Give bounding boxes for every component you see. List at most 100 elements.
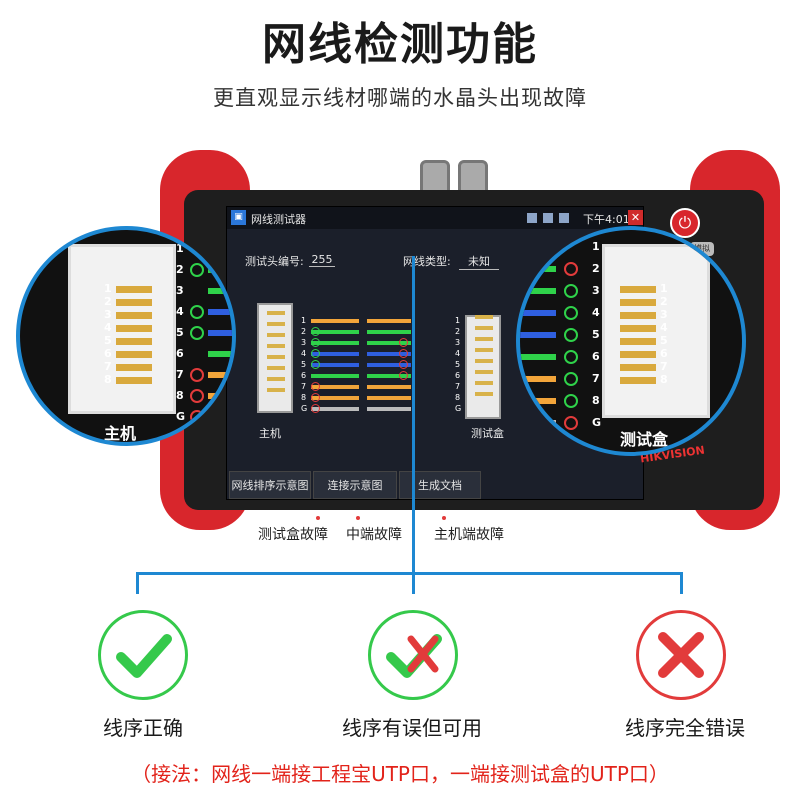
- pin-number: 3: [104, 308, 112, 321]
- pin-number: 5: [660, 334, 668, 347]
- status-error-icon: [190, 410, 204, 424]
- jack-pin: [267, 311, 285, 315]
- status-error-icon: [564, 416, 578, 430]
- jack-pin: [620, 364, 656, 371]
- close-icon[interactable]: ✕: [628, 210, 643, 225]
- jack-pin: [620, 325, 656, 332]
- pin-number: 7: [592, 372, 600, 385]
- pin-number: G: [301, 404, 308, 413]
- pin-number: 4: [592, 306, 600, 319]
- jack-pin: [116, 377, 152, 384]
- pin-number: G: [176, 410, 186, 423]
- cable-type-value: 未知: [459, 253, 499, 270]
- pin-number: 1: [176, 242, 184, 255]
- fault-host: 主机端故障: [434, 527, 504, 543]
- connector-line: [680, 572, 683, 594]
- jack-pin: [620, 312, 656, 319]
- jack-pin: [116, 364, 152, 371]
- jack-pin: [620, 338, 656, 345]
- fault-box: 测试盒故障: [258, 527, 328, 543]
- wire-segment: [520, 266, 556, 272]
- jack-pin: [267, 388, 285, 392]
- head-id-value: 255: [309, 253, 335, 267]
- wire-segment: [520, 288, 556, 294]
- status-ok-icon: [564, 328, 578, 342]
- jack-pin: [116, 286, 152, 293]
- pin-number: 4: [455, 349, 461, 358]
- pin-number: 4: [176, 305, 184, 318]
- connector-line: [412, 256, 415, 572]
- status-ok-icon: [564, 350, 578, 364]
- jack-pin: [116, 325, 152, 332]
- pin-number: 6: [660, 347, 668, 360]
- jack-pin: [475, 326, 493, 330]
- status-error-icon: [399, 338, 408, 347]
- jack-pin: [116, 299, 152, 306]
- pin-number: 8: [455, 393, 461, 402]
- power-icon[interactable]: ⏻: [670, 208, 700, 238]
- jack-pin: [620, 377, 656, 384]
- status-error-icon: [399, 360, 408, 369]
- status-ok-icon: [564, 306, 578, 320]
- box-label: 测试盒: [471, 427, 504, 440]
- pin-number: 8: [592, 394, 600, 407]
- wire-segment: [208, 309, 232, 315]
- pin-number: 8: [660, 373, 668, 386]
- jack-pin: [475, 381, 493, 385]
- status-ok-icon: [564, 372, 578, 386]
- pin-number: 2: [104, 295, 112, 308]
- wire-segment: [367, 407, 411, 411]
- jack-pin: [620, 286, 656, 293]
- pin-number: 1: [455, 316, 461, 325]
- title-bar: ▣ 网线测试器 下午4:01 ✕: [227, 207, 643, 229]
- status-ok-icon: [311, 360, 320, 369]
- tab-connection[interactable]: 连接示意图: [313, 471, 397, 499]
- connector-line: [412, 572, 415, 594]
- pin-number: 3: [301, 338, 307, 347]
- pin-number: 6: [176, 347, 184, 360]
- pin-number: 2: [301, 327, 307, 336]
- jack-pin: [475, 348, 493, 352]
- jack-pin: [267, 344, 285, 348]
- jack-pin: [475, 359, 493, 363]
- wire-segment: [311, 374, 359, 378]
- jack-pin: [267, 355, 285, 359]
- pin-number: 7: [104, 360, 112, 373]
- settings-icon: [559, 213, 569, 223]
- tab-wire-order[interactable]: 网线排序示意图: [229, 471, 311, 499]
- cable-type-label: 网线类型:: [403, 255, 451, 268]
- jack-pin: [267, 322, 285, 326]
- jack-pin: [620, 299, 656, 306]
- wire-segment: [367, 385, 411, 389]
- wire-segment: [367, 352, 411, 356]
- pin-number: 6: [104, 347, 112, 360]
- connector-line: [136, 572, 139, 594]
- status-ok-icon: [311, 327, 320, 336]
- pin-number: 6: [592, 350, 600, 363]
- host-label: 主机: [259, 427, 281, 440]
- status-error-icon: [311, 404, 320, 413]
- pin-number: 5: [176, 326, 184, 339]
- pin-number: 6: [455, 371, 461, 380]
- pin-number: 4: [104, 321, 112, 334]
- wire-segment: [208, 393, 232, 399]
- check-cross-icon: [368, 610, 458, 700]
- pin-number: 7: [301, 382, 307, 391]
- wire-segment: [311, 363, 359, 367]
- pin-number: 1: [301, 316, 307, 325]
- pin-number: 2: [660, 295, 668, 308]
- wire-segment: [311, 341, 359, 345]
- head-id-label: 测试头编号:: [245, 255, 304, 268]
- wire-segment: [208, 246, 232, 252]
- wire-segment: [311, 319, 359, 323]
- pin-number: 2: [176, 263, 184, 276]
- status-error-icon: [564, 262, 578, 276]
- wire-segment: [520, 332, 556, 338]
- wire-segment: [208, 372, 232, 378]
- pin-number: 7: [455, 382, 461, 391]
- status-ok-icon: [564, 284, 578, 298]
- pin-number: 2: [592, 262, 600, 275]
- pin-number: 8: [104, 373, 112, 386]
- result-bad-label: 线序完全错误: [625, 716, 745, 740]
